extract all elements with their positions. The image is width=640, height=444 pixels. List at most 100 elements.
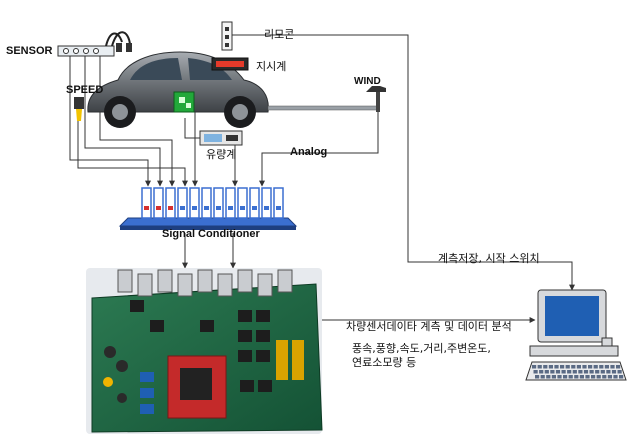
key [565, 365, 570, 369]
items-line-2: 연료소모량 등 [352, 356, 417, 369]
key [576, 365, 581, 369]
flowmeter-icon [199, 130, 243, 146]
items-line-1: 풍속,풍향,속도,거리,주변온도, [352, 342, 491, 355]
board-chip [130, 300, 144, 312]
key [606, 370, 611, 374]
key [539, 370, 544, 374]
speed-sensor-icon [74, 97, 84, 121]
key [593, 365, 598, 369]
board-chip [238, 310, 252, 322]
key [582, 365, 587, 369]
speed-line [77, 118, 188, 187]
board-chip [200, 320, 214, 332]
speed-label: SPEED [66, 84, 104, 96]
board-connector [117, 269, 133, 293]
key [551, 375, 556, 379]
key [617, 370, 622, 374]
key [578, 370, 583, 374]
key [588, 365, 593, 369]
analog-label: Analog [290, 146, 328, 158]
signal-conditioner-icon [118, 187, 298, 230]
board-chip [256, 350, 270, 362]
indicator-label: 지시계 [256, 60, 287, 73]
key [554, 365, 559, 369]
conditioner-module [189, 187, 200, 219]
remote-control-icon [221, 21, 233, 51]
conditioner-module [261, 187, 272, 219]
remote-switch-line [232, 34, 575, 291]
key [600, 370, 605, 374]
key [533, 370, 538, 374]
switch-label: 계측저장, 시작 스위치 [438, 252, 540, 265]
conditioner-module [165, 187, 176, 219]
key [532, 365, 537, 369]
remote-label: 리모콘 [264, 28, 295, 41]
board-connector [277, 269, 293, 293]
flowmeter-label: 유량계 [206, 148, 237, 161]
board-chip [238, 350, 252, 362]
key [574, 375, 579, 379]
key [613, 375, 618, 379]
key [579, 375, 584, 379]
key [583, 370, 589, 374]
key [544, 370, 549, 374]
key [619, 375, 624, 379]
analog-line [259, 110, 379, 187]
conditioner-module [249, 187, 260, 219]
key [561, 370, 566, 374]
key [548, 365, 553, 369]
key [568, 375, 573, 379]
key [595, 370, 600, 374]
conditioner-module [153, 187, 164, 219]
key [571, 365, 576, 369]
key [607, 375, 612, 379]
wind-sensor-icon [267, 86, 386, 112]
computer-icon [525, 289, 627, 381]
indicator-display-icon [211, 57, 249, 71]
sensor-line-1 [69, 55, 151, 187]
flow-in-line [184, 118, 200, 139]
board-connector [257, 273, 273, 297]
key [555, 370, 561, 374]
board-connector [197, 269, 213, 293]
key [616, 365, 621, 369]
board-chip [256, 330, 270, 342]
board-connector [177, 273, 193, 297]
key [560, 365, 565, 369]
key [546, 375, 551, 379]
key [563, 375, 568, 379]
conditioner-module [177, 187, 188, 219]
board-connector [237, 269, 253, 293]
conditioner-module [213, 187, 224, 219]
key [567, 370, 572, 374]
key [537, 365, 542, 369]
conditioner-module [201, 187, 212, 219]
signal-conditioner-label: Signal Conditioner [162, 228, 260, 240]
key [540, 375, 545, 379]
key [604, 365, 609, 369]
key [610, 365, 615, 369]
key [591, 375, 596, 379]
board-chip [258, 380, 272, 392]
analysis-label: 차량센서데이타 계측 및 데이터 분석 [346, 320, 512, 333]
board-connector [157, 269, 173, 293]
board-chip [240, 380, 254, 392]
wind-label: WIND [354, 76, 381, 87]
conditioner-module [141, 187, 152, 219]
key [599, 365, 604, 369]
key [535, 375, 540, 379]
conditioner-module [237, 187, 248, 219]
board-connector [137, 273, 153, 297]
board-chip [256, 310, 270, 322]
board-chip [150, 320, 164, 332]
sensor-box-icon [57, 31, 132, 57]
key [543, 365, 548, 369]
key [589, 370, 594, 374]
key [596, 375, 601, 379]
board-chip [238, 330, 252, 342]
key [550, 370, 555, 374]
key [572, 370, 577, 374]
key [557, 375, 562, 379]
